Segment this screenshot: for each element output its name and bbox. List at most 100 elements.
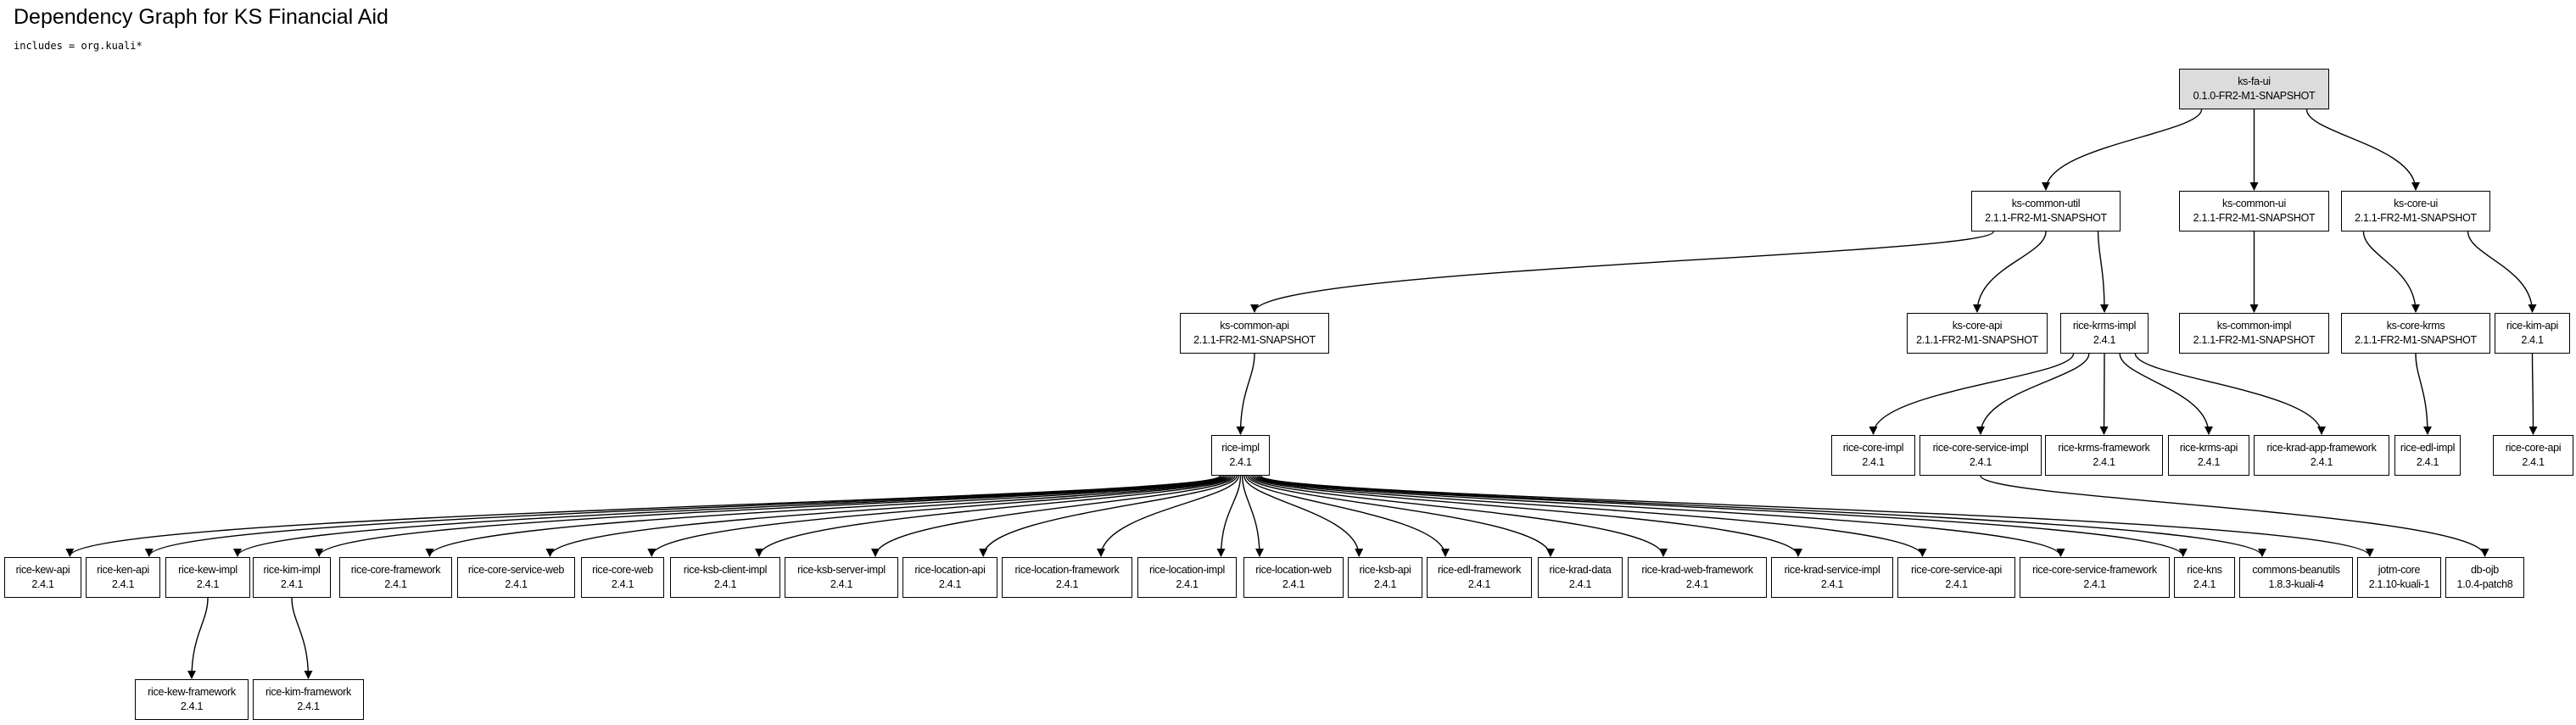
node-name: ks-common-impl [2216,320,2292,332]
node-version: 2.1.1-FR2-M1-SNAPSHOT [2355,212,2477,224]
edge-ks-common-util-to-ks-core-api [1973,231,2047,313]
edge-rice-impl-to-rice-kim-impl [315,475,1227,557]
node-version: 2.1.1-FR2-M1-SNAPSHOT [2193,334,2316,346]
node-version: 2.4.1 [384,578,407,590]
node-name: ks-fa-ui [2238,75,2271,87]
node-version: 1.8.3-kuali-4 [2268,578,2324,590]
edge-rice-impl-to-rice-core-service-web [545,475,1231,557]
node-name: rice-core-service-web [467,564,565,576]
node-name: rice-kim-framework [265,686,351,698]
node-version: 2.4.1 [180,700,204,712]
node-name: rice-core-framework [350,564,441,576]
node-name: rice-kew-impl [178,564,237,576]
node-name: rice-ksb-api [1359,564,1411,576]
node-version: 2.4.1 [2310,456,2333,468]
node-version: 2.4.1 [938,578,962,590]
node-name: db-ojb [2471,564,2499,576]
node-version: 2.4.1 [1229,456,1252,468]
node-rice-krad-service-impl: rice-krad-service-impl 2.4.1 [1771,557,1893,598]
node-rice-impl: rice-impl 2.4.1 [1211,435,1270,476]
edge-rice-kew-impl-to-rice-kew-framework [187,597,209,679]
node-version: 2.4.1 [2197,456,2221,468]
filter-subtitle: includes = org.kuali* [14,40,142,52]
node-version: 2.1.1-FR2-M1-SNAPSHOT [1916,334,2038,346]
node-version: 2.4.1 [2521,334,2544,346]
node-version: 2.4.1 [611,578,634,590]
node-name: rice-kim-impl [263,564,321,576]
node-name: ks-core-ui [2394,198,2438,209]
edge-rice-impl-to-rice-krad-service-impl [1250,475,1802,557]
node-version: 2.4.1 [505,578,528,590]
edge-rice-krms-impl-to-rice-core-impl [1869,353,2075,435]
node-version: 2.4.1 [1467,578,1491,590]
edge-ks-common-util-to-rice-krms-impl [2097,231,2109,313]
node-name: rice-location-framework [1014,564,1120,576]
edge-ks-common-api-to-rice-impl [1236,353,1255,435]
node-name: rice-kns [2187,564,2222,576]
node-version: 2.4.1 [1282,578,1305,590]
node-version: 2.1.10-kuali-1 [2368,578,2430,590]
edge-rice-impl-to-rice-location-web [1242,475,1264,557]
node-name: rice-impl [1221,442,1260,454]
edge-rice-impl-to-rice-location-api [979,475,1238,557]
node-version: 2.4.1 [2193,578,2216,590]
node-version: 2.4.1 [2522,456,2545,468]
node-name: rice-ksb-client-impl [683,564,768,576]
node-name: rice-core-service-api [1911,564,2002,576]
node-name: rice-edl-framework [1437,564,1522,576]
node-name: rice-core-impl [1842,442,1904,454]
edge-ks-fa-ui-to-ks-core-ui [2305,109,2420,191]
node-ks-common-impl: ks-common-impl 2.1.1-FR2-M1-SNAPSHOT [2179,313,2329,354]
node-version: 2.1.1-FR2-M1-SNAPSHOT [1193,334,1316,346]
node-version: 2.4.1 [2093,456,2115,468]
node-ks-common-util: ks-common-util 2.1.1-FR2-M1-SNAPSHOT [1971,191,2121,231]
node-name: ks-core-krms [2386,320,2445,332]
edge-rice-impl-to-rice-ksb-server-impl [871,475,1236,557]
edge-rice-impl-to-rice-kew-impl [233,475,1225,557]
node-name: rice-krad-app-framework [2266,442,2377,454]
node-version: 2.4.1 [2083,578,2106,590]
node-version: 2.4.1 [1685,578,1709,590]
edge-rice-impl-to-rice-core-service-framework [1254,475,2065,557]
node-name: ks-common-util [2011,198,2081,209]
edge-rice-impl-to-rice-edl-framework [1245,475,1450,557]
node-version: 2.1.1-FR2-M1-SNAPSHOT [1985,212,2107,224]
node-rice-kns: rice-kns 2.4.1 [2174,557,2235,598]
node-version: 2.4.1 [280,578,304,590]
node-version: 2.4.1 [830,578,853,590]
node-name: rice-krad-web-framework [1641,564,1753,576]
node-db-ojb: db-ojb 1.0.4-patch8 [2445,557,2524,598]
node-name: rice-krms-impl [2072,320,2137,332]
edge-rice-krms-impl-to-rice-krms-framework [2099,353,2109,435]
node-version: 2.4.1 [31,578,54,590]
edge-rice-impl-to-commons-beanutils [1258,475,2266,557]
edge-rice-impl-to-rice-krad-data [1247,475,1555,557]
edge-rice-impl-to-rice-location-framework [1097,475,1239,557]
node-version: 2.4.1 [297,700,320,712]
node-version: 2.4.1 [1945,578,1968,590]
edge-ks-core-ui-to-rice-kim-api [2467,231,2537,313]
edge-rice-impl-to-rice-ken-api [145,475,1223,557]
node-rice-kim-framework: rice-kim-framework 2.4.1 [253,679,364,720]
node-name: rice-location-api [914,564,986,576]
node-name: rice-core-api [2505,442,2562,454]
node-version: 2.4.1 [1820,578,1844,590]
edge-rice-impl-to-jotm-core [1260,475,2374,557]
node-name: rice-core-web [592,564,653,576]
node-rice-krad-app-framework: rice-krad-app-framework 2.4.1 [2254,435,2389,476]
node-name: rice-location-web [1255,564,1332,576]
node-name: rice-krad-service-impl [1784,564,1880,576]
node-version: 1.0.4-patch8 [2456,578,2513,590]
